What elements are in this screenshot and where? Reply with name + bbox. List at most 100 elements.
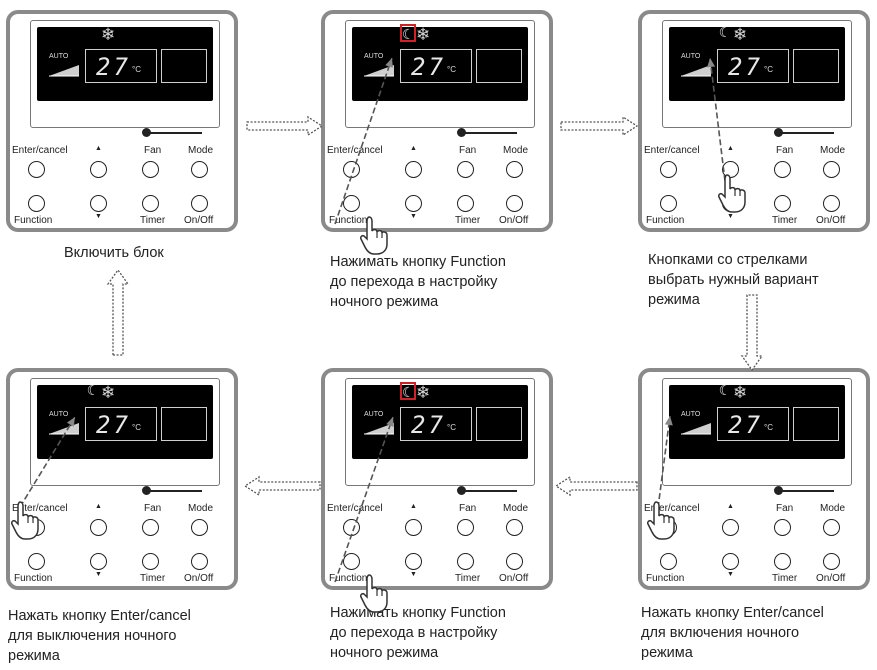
temperature-value: 27	[96, 411, 131, 439]
fan-button[interactable]	[774, 519, 791, 536]
down-button[interactable]	[405, 553, 422, 570]
fan-label: Fan	[776, 145, 794, 156]
mode-button[interactable]	[506, 161, 523, 178]
temperature-box: 27°C	[717, 49, 789, 83]
on-off-label: On/Off	[499, 215, 529, 226]
auto-label: AUTO	[49, 53, 69, 60]
up-button[interactable]	[90, 161, 107, 178]
up-button[interactable]	[405, 519, 422, 536]
timer-label: Timer	[455, 573, 481, 584]
caption-line: для включения ночного	[641, 625, 800, 641]
mode-button[interactable]	[191, 519, 208, 536]
auto-label: AUTO	[681, 411, 701, 418]
flow-arrow-step3-to-step4	[740, 294, 764, 372]
on-off-button[interactable]	[506, 553, 523, 570]
fan-speed-bars-icon	[364, 63, 396, 82]
indicator-line	[778, 490, 834, 492]
timer-button[interactable]	[774, 553, 791, 570]
auto-label: AUTO	[681, 53, 701, 60]
indicator-line	[461, 490, 517, 492]
function-button[interactable]	[660, 553, 677, 570]
function-button[interactable]	[343, 553, 360, 570]
function-label: Function	[14, 215, 53, 226]
indicator-led	[774, 128, 783, 137]
temperature-box: 27°C	[717, 407, 789, 441]
on-off-button[interactable]	[506, 195, 523, 212]
function-button[interactable]	[343, 195, 360, 212]
auto-label: AUTO	[364, 411, 384, 418]
function-button[interactable]	[660, 195, 677, 212]
indicator-led	[457, 128, 466, 137]
enter-cancel-label: Enter/cancel	[644, 145, 700, 156]
up-arrow-label: ▲	[727, 503, 734, 510]
on-off-button[interactable]	[823, 195, 840, 212]
mode-button[interactable]	[823, 519, 840, 536]
on-off-button[interactable]	[191, 195, 208, 212]
timer-button[interactable]	[774, 195, 791, 212]
timer-button[interactable]	[142, 195, 159, 212]
function-button[interactable]	[28, 553, 45, 570]
fan-speed-bars-icon	[364, 421, 396, 440]
on-off-button[interactable]	[823, 553, 840, 570]
mode-button[interactable]	[506, 519, 523, 536]
temperature-value: 27	[411, 53, 446, 81]
temperature-unit: °C	[447, 65, 456, 74]
indicator-line	[778, 132, 834, 134]
caption-line: Включить блок	[64, 245, 164, 261]
fan-button[interactable]	[142, 161, 159, 178]
guide-arrowhead-icon	[66, 417, 75, 427]
caption-line: Нажать кнопку Enter/cancel	[8, 608, 191, 624]
down-button[interactable]	[90, 553, 107, 570]
up-button[interactable]	[90, 519, 107, 536]
fan-label: Fan	[776, 503, 794, 514]
timer-button[interactable]	[457, 553, 474, 570]
caption-line: Кнопками со стрелками	[648, 252, 808, 268]
fan-button[interactable]	[142, 519, 159, 536]
snowflake-icon: ❄	[416, 25, 431, 45]
flow-arrow-step6-to-step1	[106, 268, 130, 356]
fan-button[interactable]	[457, 519, 474, 536]
moon-icon: ☾	[86, 383, 100, 399]
down-button[interactable]	[90, 195, 107, 212]
snowflake-icon: ❄	[101, 25, 116, 45]
fan-button[interactable]	[457, 161, 474, 178]
on-off-button[interactable]	[191, 553, 208, 570]
timer-button[interactable]	[457, 195, 474, 212]
function-button[interactable]	[28, 195, 45, 212]
temperature-unit: °C	[447, 423, 456, 432]
down-button[interactable]	[722, 553, 739, 570]
fan-speed-bars-icon	[681, 63, 713, 82]
indicator-line	[146, 490, 202, 492]
caption-line: ночного режима	[330, 294, 439, 310]
mode-label: Mode	[820, 503, 846, 514]
mode-label: Mode	[188, 145, 214, 156]
enter-cancel-label: Enter/cancel	[12, 145, 68, 156]
mode-button[interactable]	[191, 161, 208, 178]
lcd-frame: ❄ AUTO 27°C	[30, 20, 220, 128]
secondary-display-box	[476, 407, 522, 441]
down-arrow-label: ▼	[95, 571, 102, 578]
enter-cancel-label: Enter/cancel	[644, 503, 700, 514]
fan-label: Fan	[459, 503, 477, 514]
temperature-box: 27°C	[85, 49, 157, 83]
indicator-led	[457, 486, 466, 495]
timer-button[interactable]	[142, 553, 159, 570]
down-button[interactable]	[405, 195, 422, 212]
guide-arrowhead-icon	[664, 416, 673, 426]
mode-button[interactable]	[823, 161, 840, 178]
enter-cancel-button[interactable]	[660, 161, 677, 178]
mode-label: Mode	[503, 145, 529, 156]
moon-icon: ☾	[718, 383, 732, 399]
caption-line: режима	[8, 648, 60, 664]
fan-button[interactable]	[774, 161, 791, 178]
enter-cancel-button[interactable]	[28, 161, 45, 178]
enter-cancel-label: Enter/cancel	[327, 503, 383, 514]
fan-speed-bars-icon	[49, 63, 81, 82]
up-button[interactable]	[405, 161, 422, 178]
up-button[interactable]	[722, 519, 739, 536]
indicator-line	[461, 132, 517, 134]
